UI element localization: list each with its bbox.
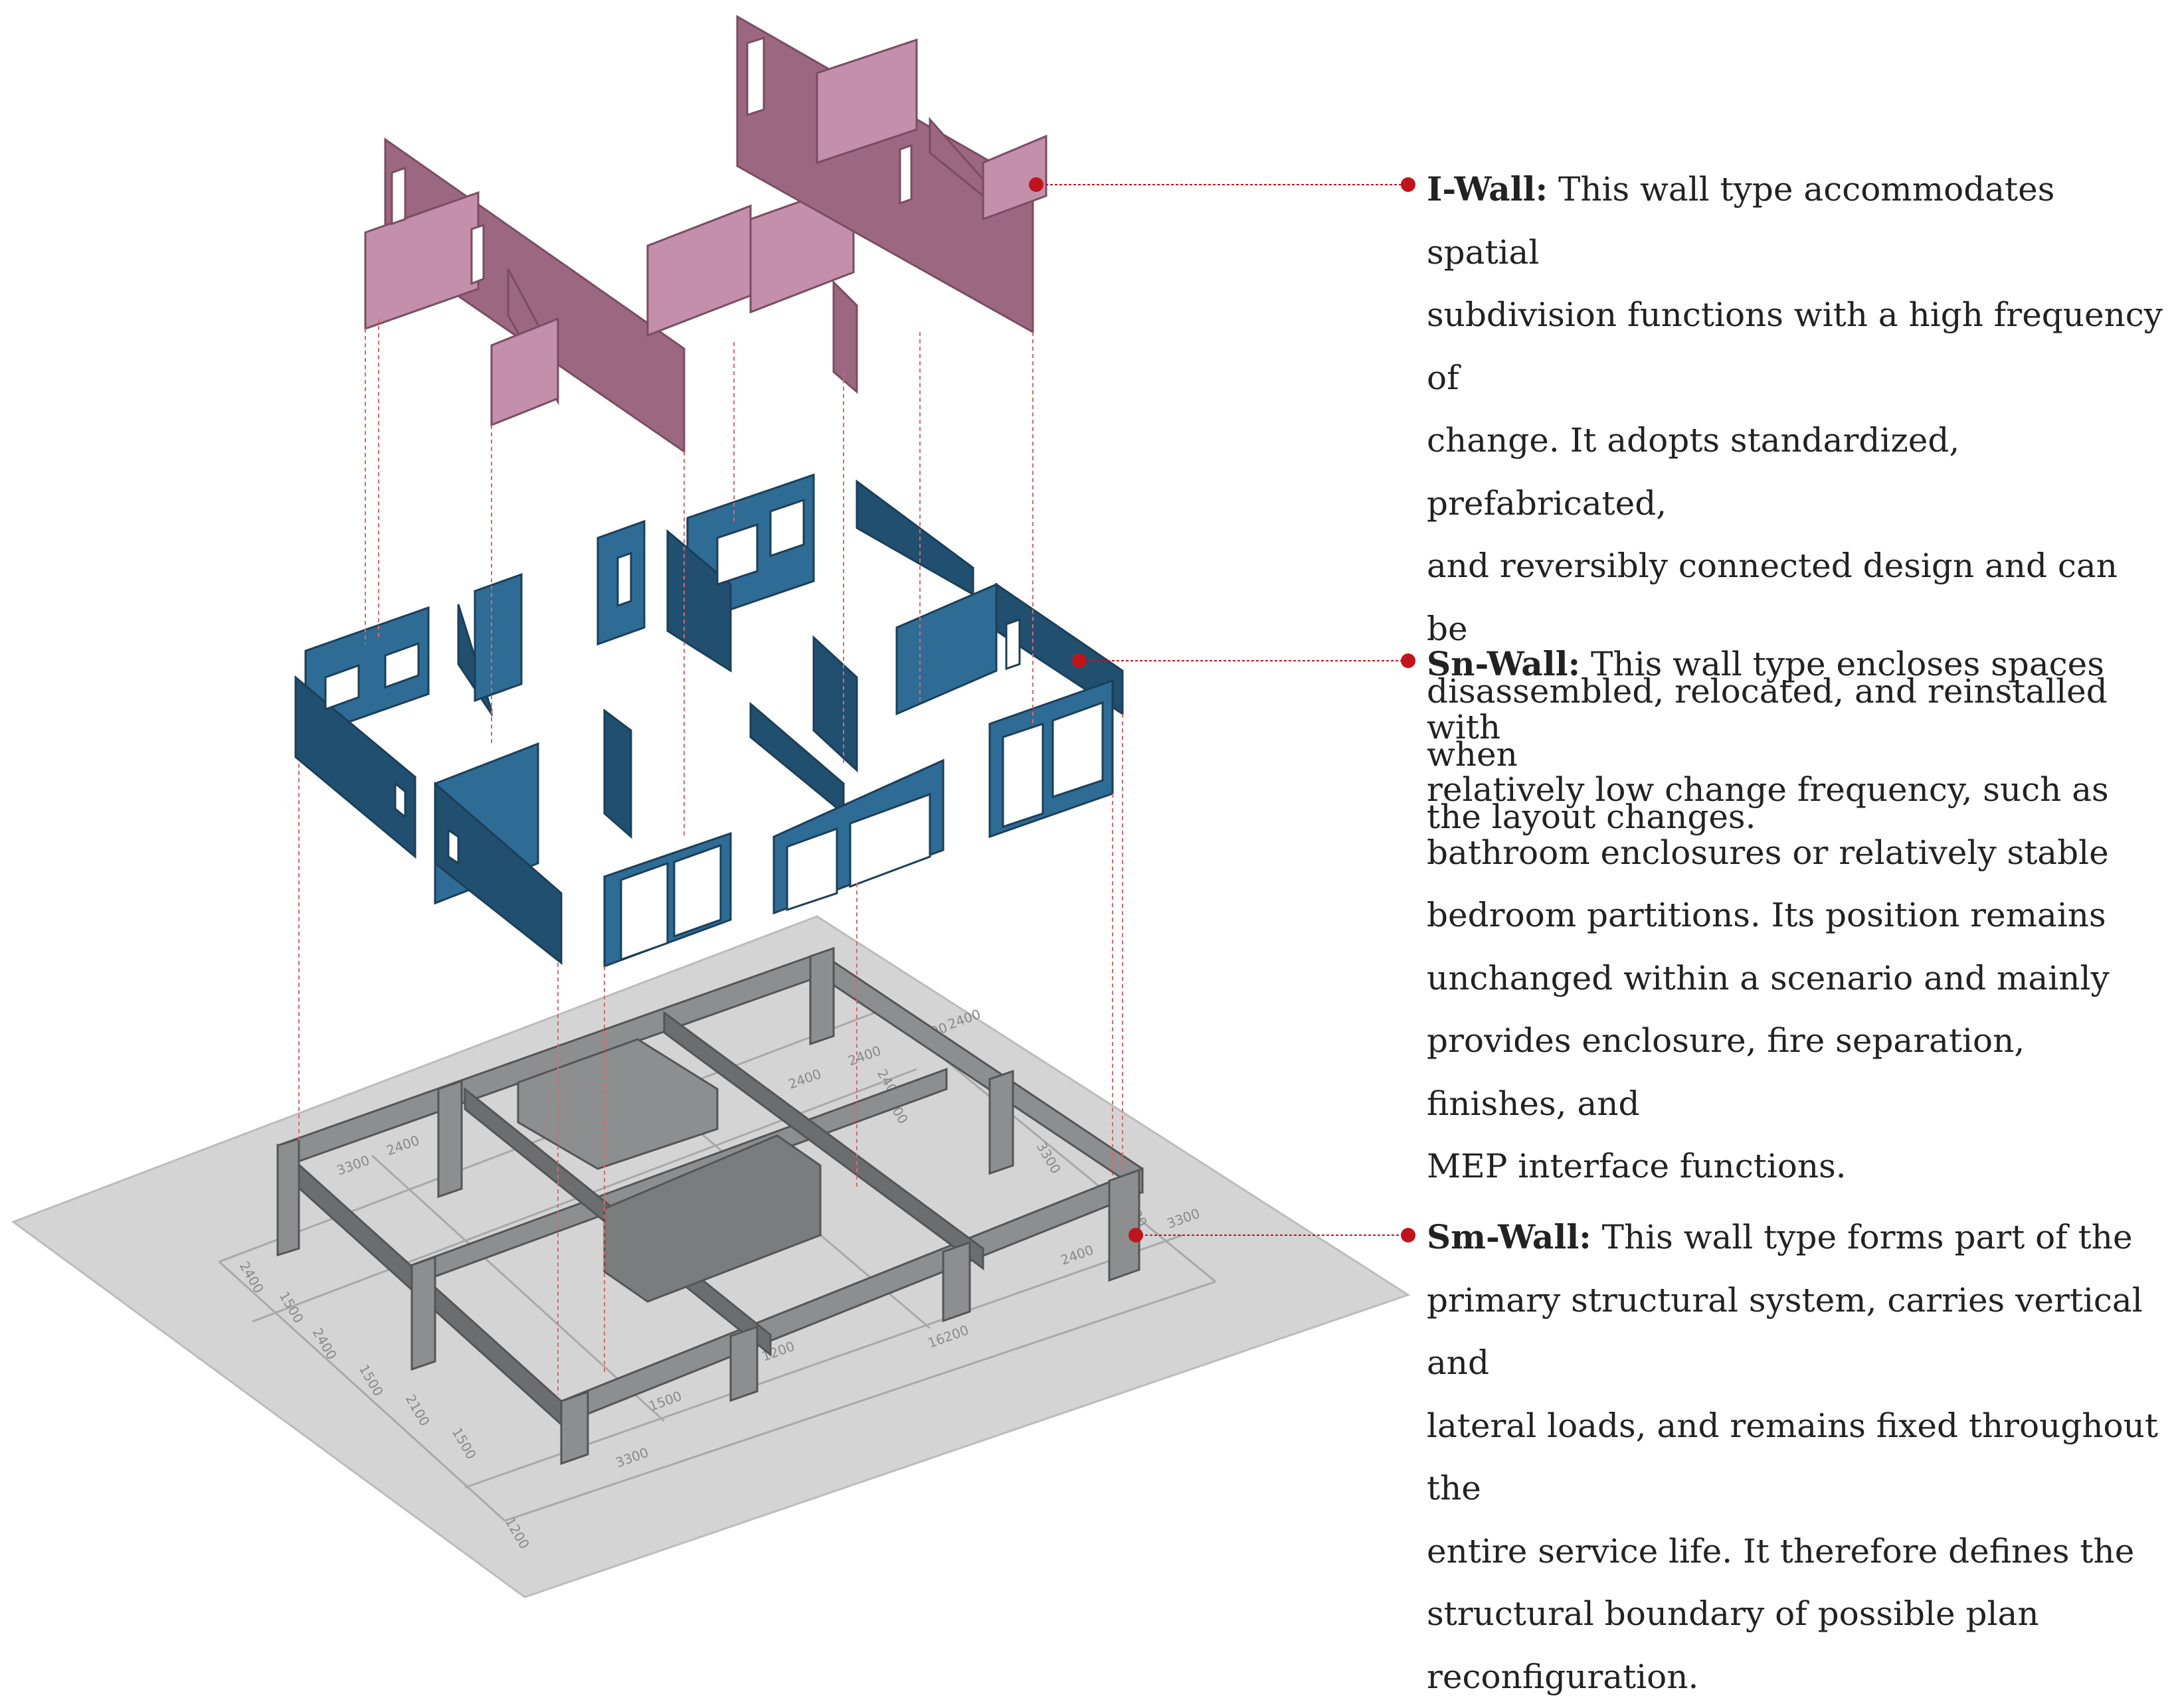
i-wall-panel	[648, 206, 751, 335]
desc-line: entire service life. It therefore define…	[1427, 1520, 2164, 1583]
i-wall-opening	[392, 168, 405, 224]
sm-column	[810, 948, 834, 1044]
leader-dot	[1072, 653, 1087, 668]
sm-column	[278, 1139, 299, 1255]
i-wall-opening	[900, 145, 911, 203]
i-wall-panel	[365, 193, 478, 329]
sm-column	[731, 1327, 757, 1401]
desc-line: bedroom partitions. Its position remains	[1427, 884, 2164, 947]
sn-wall-panel	[814, 638, 857, 770]
i-wall-opening	[747, 38, 764, 115]
sn-wall-panel	[897, 584, 996, 714]
sn-wall-term: Sn-Wall:	[1427, 644, 1580, 683]
desc-line: I-Wall: This wall type accommodates spat…	[1427, 158, 2164, 284]
i-wall-term: I-Wall:	[1427, 169, 1548, 209]
sm-wall-description: Sm-Wall: This wall type forms part of th…	[1427, 1206, 2164, 1708]
desc-line: Sn-Wall: This wall type encloses spaces …	[1427, 633, 2164, 758]
desc-line: Sm-Wall: This wall type forms part of th…	[1427, 1206, 2164, 1269]
i-wall-panel	[834, 282, 857, 392]
sm-wall-term: Sm-Wall:	[1427, 1217, 1591, 1256]
sn-wall-opening	[674, 845, 721, 936]
leader-dot	[1401, 1228, 1415, 1242]
desc-line: change. It adopts standardized, prefabri…	[1427, 409, 2164, 535]
sn-wall-opening	[621, 863, 668, 960]
sm-column	[943, 1242, 970, 1321]
sn-wall-opening	[448, 830, 458, 863]
sm-column	[412, 1257, 435, 1369]
sn-wall-opening	[1006, 620, 1020, 669]
sn-wall-panel	[857, 481, 973, 594]
desc-line: structural boundary of possible plan	[1427, 1582, 2164, 1646]
sn-wall-description: Sn-Wall: This wall type encloses spaces …	[1427, 633, 2164, 1198]
desc-line: relatively low change frequency, such as	[1427, 758, 2164, 821]
desc-line: MEP interface functions.	[1427, 1135, 2164, 1198]
desc-line: bathroom enclosures or relatively stable	[1427, 821, 2164, 885]
sn-wall-opening	[1003, 724, 1043, 827]
desc-line: lateral loads, and remains fixed through…	[1427, 1395, 2164, 1520]
desc-text: This wall type forms part of the	[1602, 1218, 2133, 1256]
i-wall-opening	[472, 225, 484, 284]
sm-column	[1109, 1170, 1139, 1280]
leader-dot	[1401, 177, 1415, 192]
leader-dot	[1029, 177, 1043, 192]
sn-wall-group	[296, 475, 1123, 966]
leader-dot	[1401, 653, 1415, 668]
sn-wall-opening	[618, 553, 631, 606]
sn-wall-panel	[604, 711, 631, 837]
sm-column	[438, 1081, 462, 1197]
desc-line: unchanged within a scenario and mainly	[1427, 947, 2164, 1010]
i-wall-group	[365, 17, 1046, 452]
sm-column	[990, 1071, 1013, 1173]
desc-line: reconfiguration.	[1427, 1646, 2164, 1708]
leader-dot	[1129, 1228, 1143, 1242]
i-wall-panel	[492, 319, 558, 425]
desc-line: provides enclosure, fire separation, fin…	[1427, 1009, 2164, 1135]
sm-column	[561, 1392, 588, 1464]
desc-line: primary structural system, carries verti…	[1427, 1269, 2164, 1395]
desc-line: subdivision functions with a high freque…	[1427, 284, 2164, 409]
sn-wall-panel	[475, 574, 521, 701]
